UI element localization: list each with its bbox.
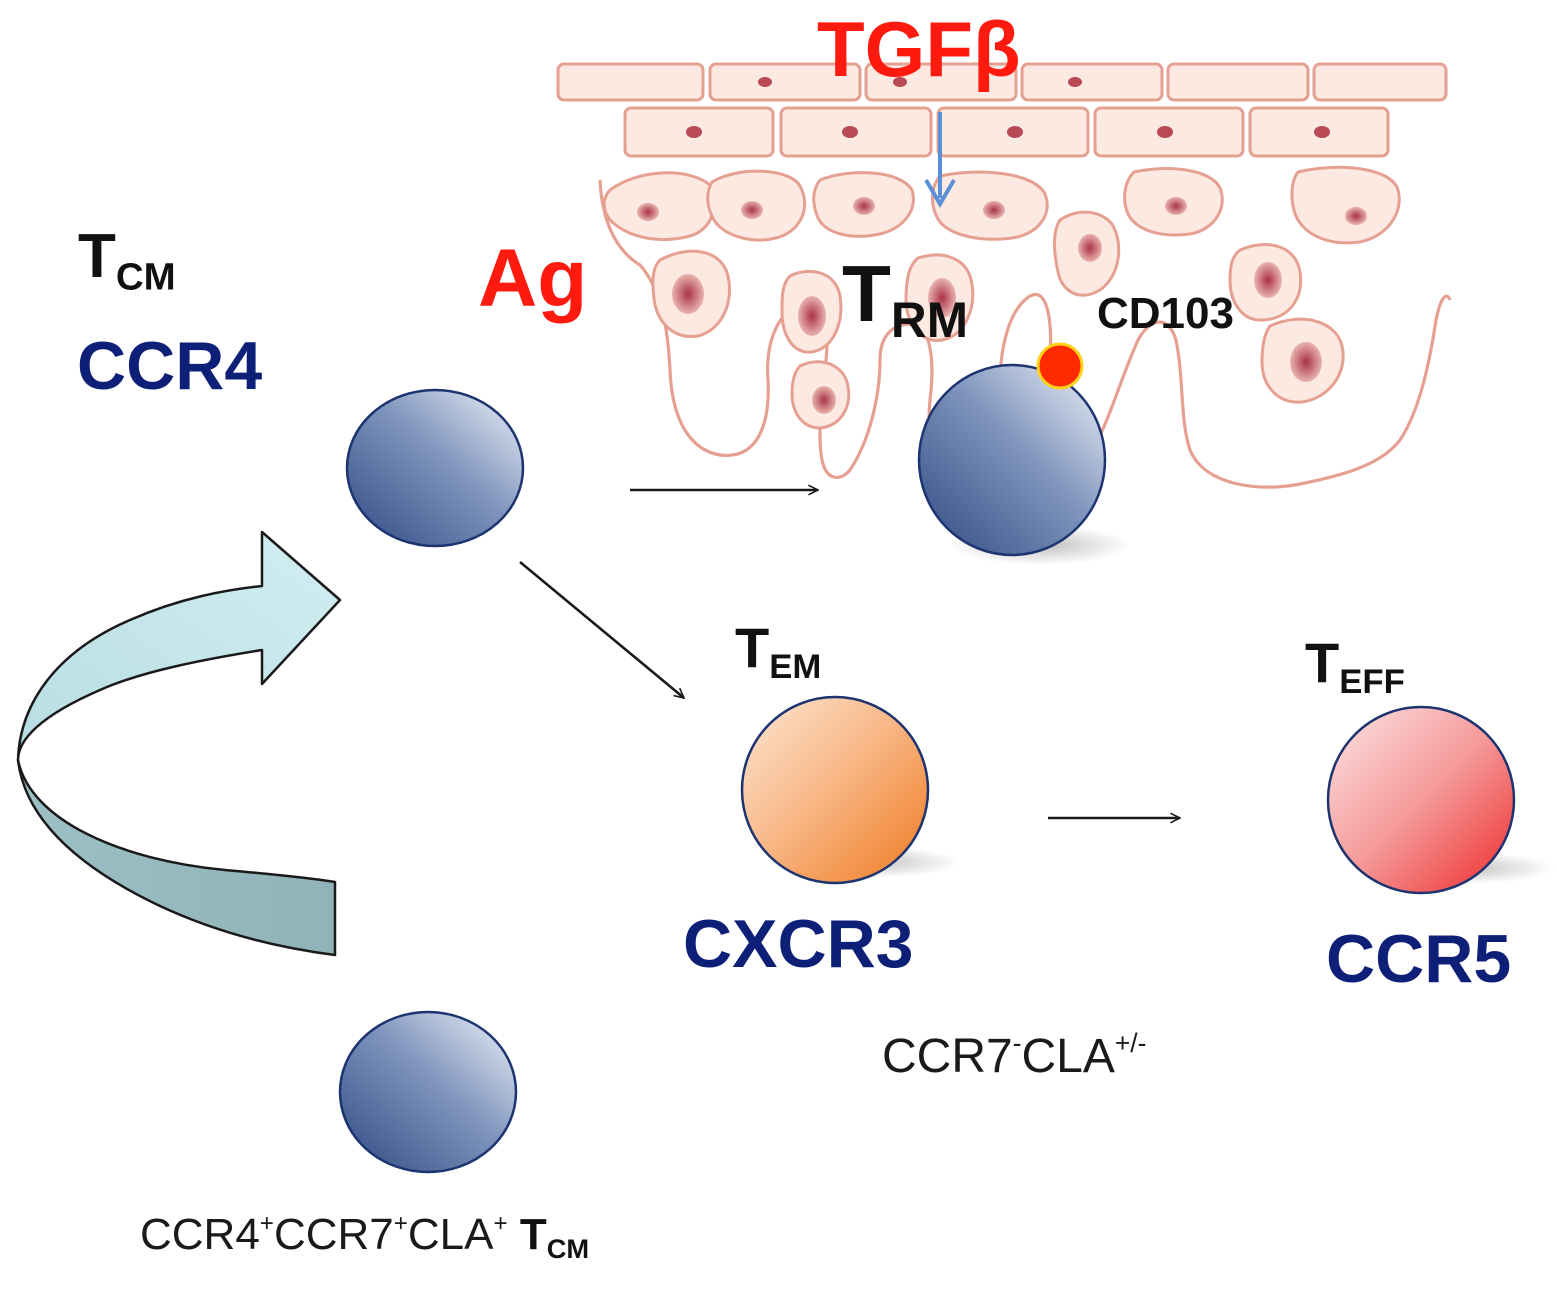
phenotype-ccr7: CCR7: [273, 1210, 394, 1260]
phenotype-ccr4: CCR4: [140, 1210, 260, 1260]
tem-phenotype-ccr7: CCR7: [882, 1029, 1013, 1083]
tem-cell: [740, 695, 930, 885]
circulating-tcm-cell: [338, 1010, 518, 1174]
phenotype-cla-sup: +: [493, 1210, 508, 1237]
teff-label-sub: EFF: [1339, 663, 1405, 702]
cd103-label: CD103: [1097, 289, 1234, 338]
phenotype-ccr4-sup: +: [259, 1210, 274, 1237]
cd103-marker-dot: [1036, 342, 1084, 390]
circulating-tcm-phenotype-label: CCR4+CCR7+CLA+ TCM: [140, 1210, 590, 1264]
phenotype-cla: CLA: [407, 1210, 494, 1260]
tem-label: TEM: [735, 620, 821, 685]
tem-label-main: T: [735, 616, 770, 679]
self-renewal-cycle-arrow: [16, 530, 342, 957]
antigen-label: Ag: [478, 233, 588, 324]
tem-label-sub: EM: [769, 648, 822, 687]
tgf-beta-arrow: [924, 112, 956, 208]
epithelium-basal-nuclei: [637, 197, 1367, 414]
phenotype-t-sub: CM: [546, 1232, 590, 1264]
ccr5-label: CCR5: [1326, 921, 1512, 997]
tem-phenotype-ccr7-sup: -: [1012, 1028, 1022, 1058]
tcm-label-sub: CM: [115, 255, 176, 299]
trm-label-sub: RM: [890, 291, 969, 348]
teff-label: TEFF: [1305, 635, 1405, 700]
tcm-label: TCM: [78, 226, 176, 297]
cycle-arrow-back: [16, 758, 337, 957]
ccr4-label: CCR4: [77, 328, 263, 404]
trm-label-main: T: [842, 249, 891, 338]
tem-phenotype-cla-sup: +/-: [1114, 1028, 1147, 1058]
cxcr3-label: CXCR3: [683, 906, 914, 982]
phenotype-ccr7-sup: +: [393, 1210, 408, 1237]
epithelium-top-layer: [556, 62, 1448, 102]
tem-phenotype-label: CCR7-CLA+/-: [882, 1030, 1146, 1081]
trm-label: TRM: [842, 254, 968, 345]
phenotype-t: T: [519, 1210, 547, 1260]
tcm-label-main: T: [78, 222, 116, 291]
tcm-cell: [345, 388, 525, 548]
epithelium-second-layer: [623, 106, 1390, 158]
epithelium-second-nuclei: [686, 126, 1330, 138]
epithelium-top-nuclei: [758, 77, 1082, 87]
cycle-arrow-front: [16, 530, 342, 762]
tgf-beta-label: TGFβ: [817, 5, 1021, 93]
arrow-tcm-to-tem: [519, 560, 684, 698]
tem-phenotype-cla: CLA: [1021, 1029, 1115, 1083]
teff-cell: [1326, 705, 1516, 895]
teff-label-main: T: [1305, 631, 1340, 694]
trm-cell: [917, 363, 1107, 557]
